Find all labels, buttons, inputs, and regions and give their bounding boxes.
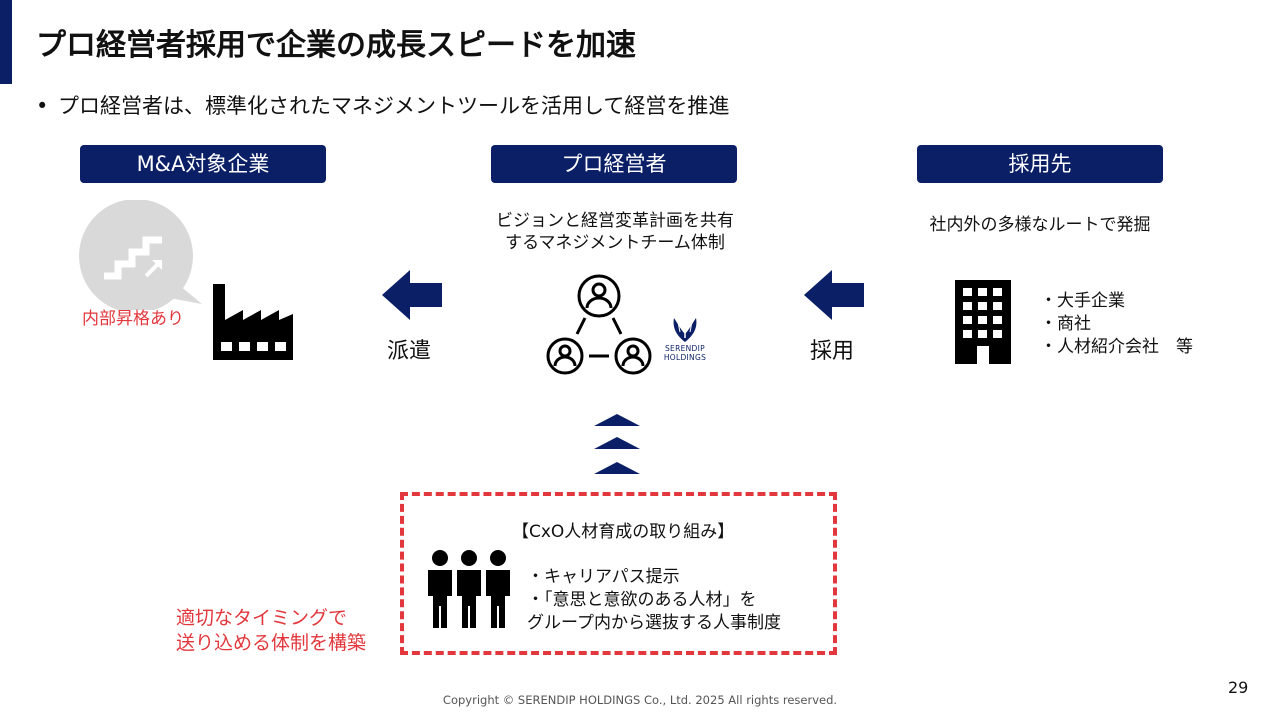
bullet-point: • プロ経営者は、標準化されたマネジメントツールを活用して経営を推進 [36,90,729,120]
recruitment-source-list: ・大手企業 ・商社 ・人材紹介会社 等 [1040,290,1193,359]
list-item: ・商社 [1040,314,1091,334]
internal-promotion-label: 内部昇格あり [82,309,184,329]
factory-icon [213,282,293,360]
dispatch-label: 派遣 [387,339,432,364]
list-item: ・人材紹介会社 等 [1040,337,1193,357]
serendip-logo: SERENDIP HOLDINGS [660,316,710,362]
bullet-text: プロ経営者は、標準化されたマネジメントツールを活用して経営を推進 [58,94,730,118]
recruitment-description: 社内外の多様なルートで発掘 [929,215,1151,235]
cxo-program-items: ・キャリアパス提示 ・「意思と意欲のある人材」を グループ内から選抜する人事制度 [527,566,781,635]
serendip-logo-text2: HOLDINGS [663,353,707,362]
timely-deployment-note-line1: 適切なタイミングで [176,607,348,629]
header-ma-target: M&A対象企業 [80,145,326,183]
timely-deployment-note: 適切なタイミングで 送り込める体制を構築 [176,606,366,656]
page-title: プロ経営者採用で企業の成長スピードを加速 [36,28,636,63]
copyright-notice: Copyright © SERENDIP HOLDINGS Co., Ltd. … [442,693,838,707]
team-description-line1: ビジョンと経営変革計画を共有 [496,211,734,231]
page-number: 29 [1228,678,1249,697]
people-group-icon [424,548,514,630]
recruit-arrow-icon [804,270,864,320]
program-item: ・「意思と意欲のある人材」を [527,590,757,610]
building-icon [955,280,1011,364]
bullet-dot: • [36,94,49,118]
serendip-logo-text1: SERENDIP [665,344,705,353]
serendip-logo-mark [673,318,697,342]
timely-deployment-note-line2: 送り込める体制を構築 [176,632,367,654]
stairs-arrow-icon [100,226,170,286]
up-chevrons-icon [594,412,640,476]
header-pro-manager: プロ経営者 [491,145,737,183]
recruit-label: 採用 [810,339,855,364]
program-item: ・キャリアパス提示 [527,567,680,587]
dispatch-arrow-icon [382,270,442,320]
program-item: グループ内から選抜する人事制度 [527,613,781,633]
cxo-program-title: 【CxO人材育成の取り組み】 [512,522,735,542]
cxo-program-box [400,492,837,655]
list-item: ・大手企業 [1040,291,1125,311]
team-description-line2: するマネジメントチーム体制 [505,233,725,253]
header-recruitment-source: 採用先 [917,145,1163,183]
team-network-icon [545,272,655,377]
team-description: ビジョンと経営変革計画を共有 するマネジメントチーム体制 [470,210,760,254]
title-accent-bar [0,0,12,84]
